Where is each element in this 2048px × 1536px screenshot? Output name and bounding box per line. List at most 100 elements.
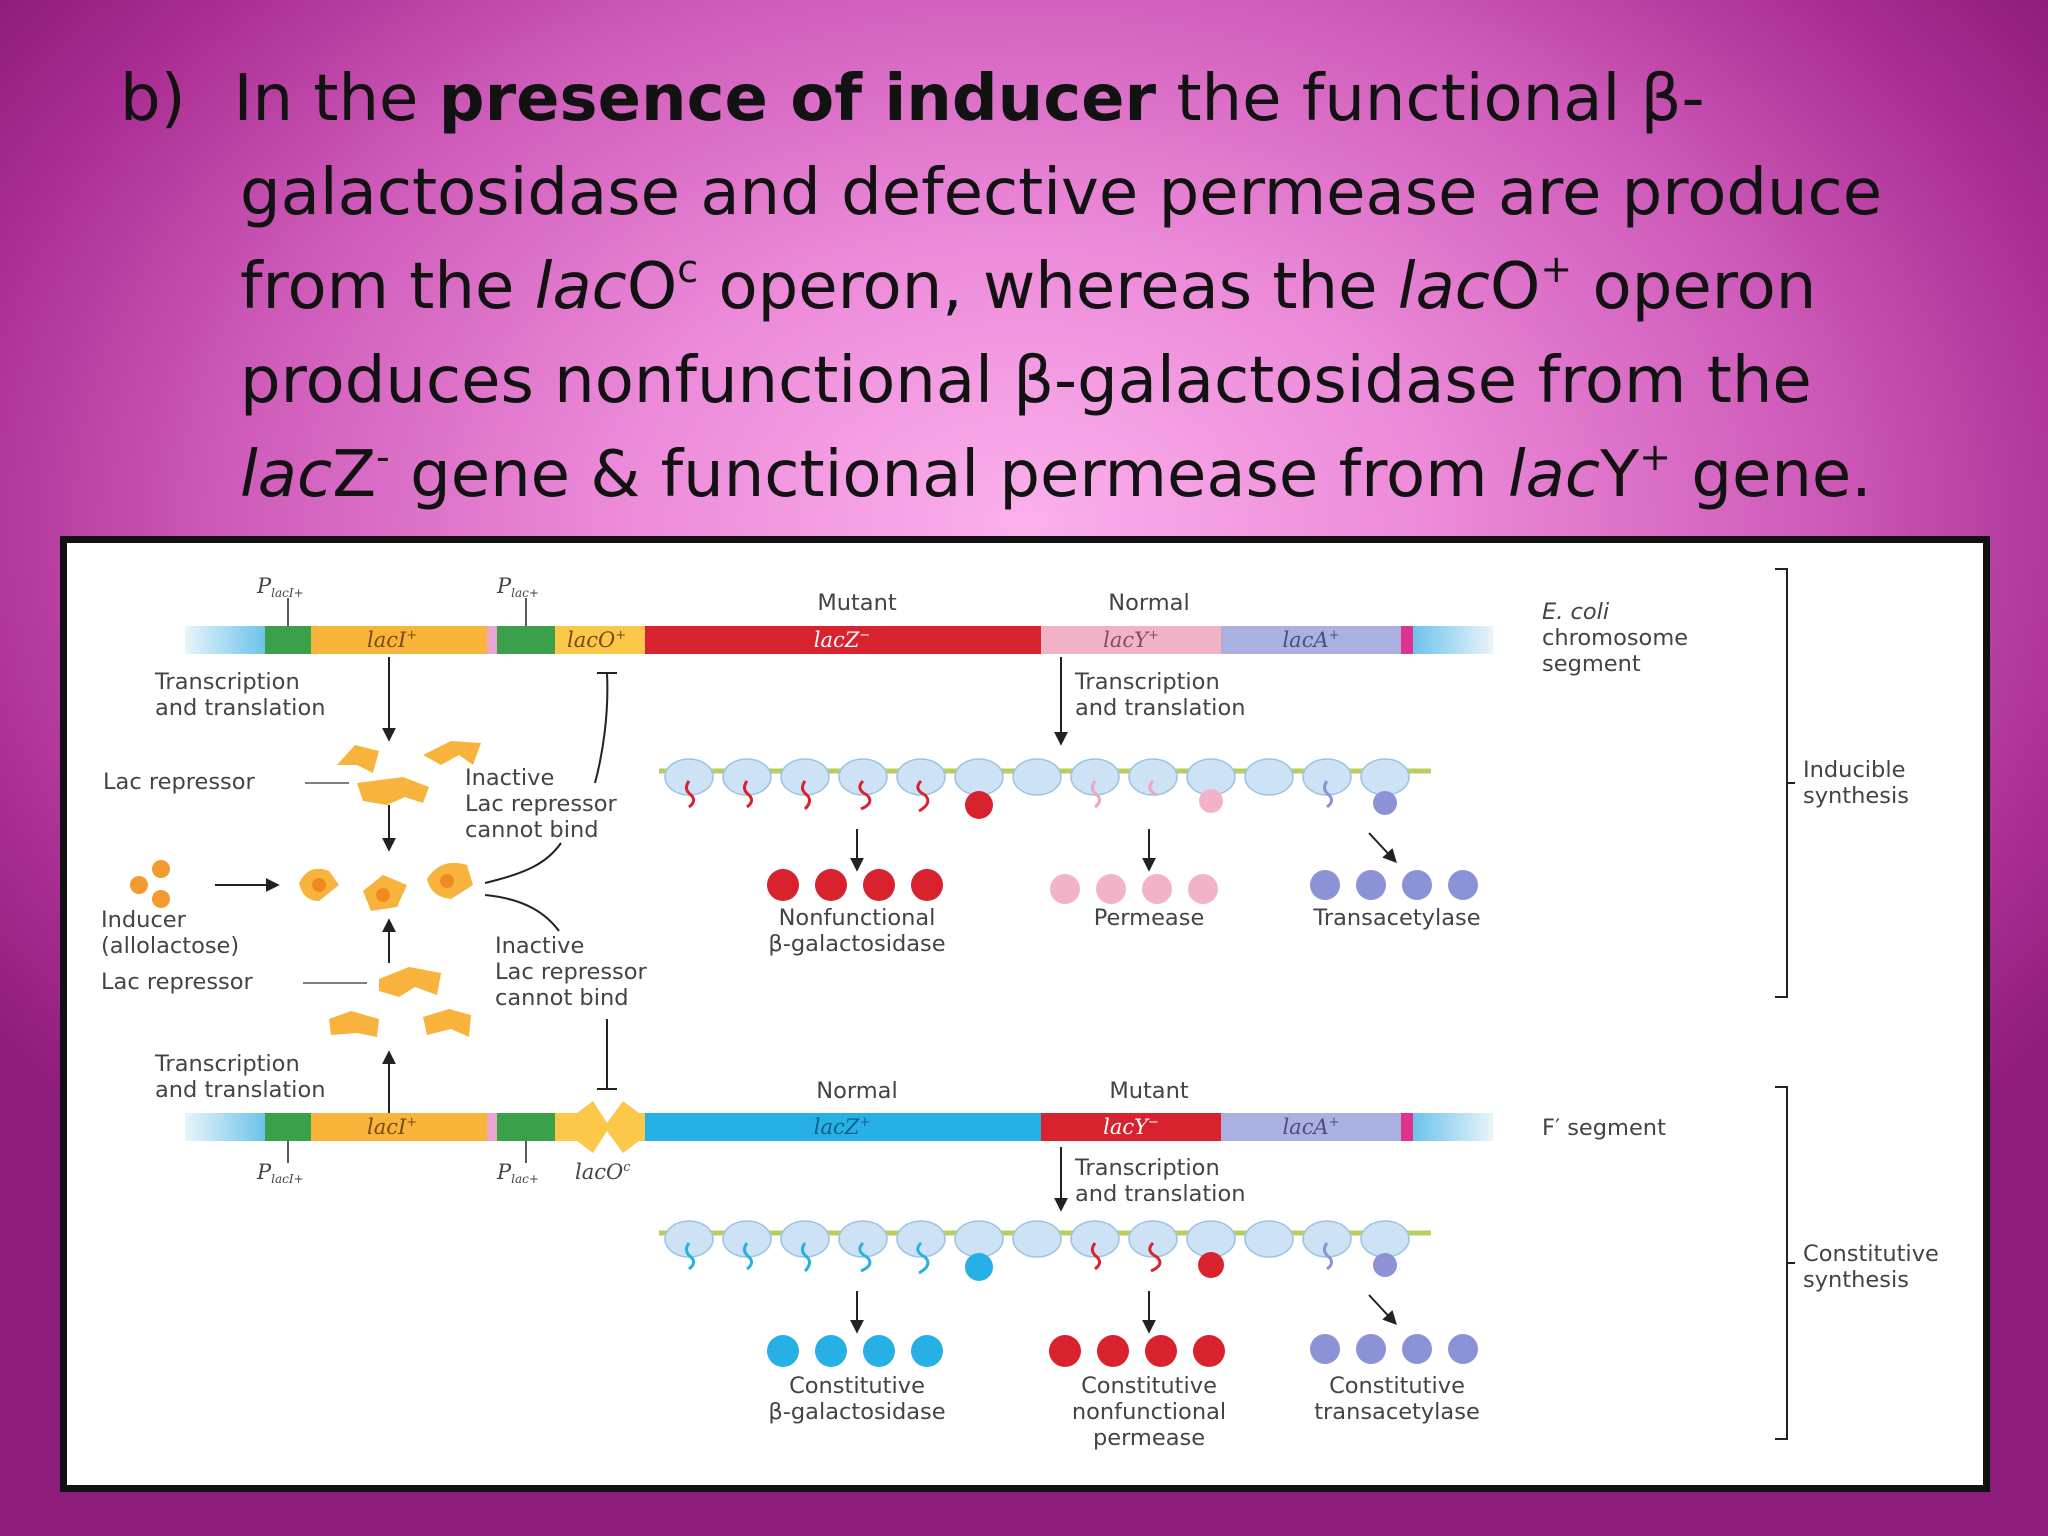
heading-text: Z [332, 438, 377, 512]
heading-line-5: lacZ- gene & functional permease from la… [120, 428, 1980, 522]
transcription-label-3-line2: and translation [1075, 695, 1245, 721]
f-prime-dna-bottom: PlacI+ Plac+ lacOc lacI+ lacZ+ lacY− lac… [185, 1078, 1666, 1186]
ribosomes-top [659, 758, 1431, 819]
spacer [487, 1113, 497, 1141]
permease-blobs [1050, 874, 1218, 904]
heading-line-4: produces nonfunctional β-galactosidase f… [120, 334, 1980, 428]
product-label-constitutive-permease-line3: permease [1093, 1425, 1205, 1451]
gene-laci-label-2: lacI+ [367, 1115, 417, 1139]
product-label-constitutive-bgal-line2: β-galactosidase [768, 1399, 945, 1425]
inducer-label-line1: Inducer [101, 907, 187, 933]
bracket-label-constitutive-line1: Constitutive [1803, 1241, 1939, 1267]
gene-lacy-mutant-box [1041, 1113, 1221, 1141]
gene-lacy-normal-box [1041, 626, 1221, 654]
product-label-constitutive-transacetylase-line2: transacetylase [1314, 1399, 1480, 1425]
nonfunctional-bgal-blobs [767, 869, 943, 901]
operator-laco-c-box [555, 1101, 645, 1153]
heading-text: operon, whereas [698, 250, 1273, 324]
heading-gene-italic: lac [1397, 250, 1490, 324]
segment-label-line2: chromosome [1542, 625, 1688, 651]
bracket-label-inducible-line1: Inducible [1803, 757, 1905, 783]
transacetylase-blobs [1310, 870, 1478, 900]
lac-operon-diagram: PlacI+ Plac+ lacI+ lacO+ lacZ− lacY+ lac… [101, 568, 1939, 1451]
inactive-label-2-line1: Inactive [495, 933, 584, 959]
segment-label-line3: segment [1542, 651, 1641, 677]
constitutive-permease-blobs [1049, 1335, 1225, 1367]
promoter-placi-box [265, 1113, 311, 1141]
gene-laco-label: lacO+ [567, 628, 626, 652]
spacer [487, 626, 497, 654]
heading-superscript: + [1639, 435, 1671, 479]
product-label-constitutive-permease-line1: Constitutive [1081, 1373, 1217, 1399]
promoter-plac-box [497, 1113, 555, 1141]
lacz-status-label-2: Normal [816, 1078, 897, 1104]
terminator [1401, 626, 1413, 654]
promoter-placi-label-2: PlacI+ [256, 1160, 304, 1186]
heading-superscript: + [1540, 247, 1573, 291]
inactive-label-2-line2: Lac repressor [495, 959, 648, 985]
gene-lacz-normal-box [645, 1113, 1041, 1141]
connector-line [484, 894, 560, 932]
heading-bold-phrase: presence of inducer [438, 62, 1157, 136]
blocked-binding-line-2 [597, 1019, 617, 1090]
transcription-label-2-line2: and translation [155, 1077, 325, 1103]
lac-repressor-label-2: Lac repressor [101, 969, 254, 995]
gene-laca-box [1221, 626, 1401, 654]
chromosome-dna-top: PlacI+ Plac+ lacI+ lacO+ lacZ− lacY+ lac… [185, 574, 1688, 677]
constitutive-transacetylase-blobs [1310, 1334, 1478, 1364]
gene-laci-box [311, 1113, 487, 1141]
heading-line-1: b) In the presence of inducer the functio… [120, 52, 1980, 146]
inactive-label-line3: cannot bind [465, 817, 599, 843]
transcription-label-4-line2: and translation [1075, 1181, 1245, 1207]
gene-laci-label: lacI+ [367, 628, 417, 652]
heading-line-2: galactosidase and defective permease are… [120, 146, 1980, 240]
heading-text: O [1489, 250, 1541, 324]
bracket-constitutive [1775, 1086, 1788, 1440]
promoter-plac-label-2: Plac+ [496, 1160, 539, 1186]
inducer-label-line2: (allolactose) [101, 933, 239, 959]
gene-lacz-mutant-box [645, 626, 1041, 654]
transcription-label-2-line1: Transcription [154, 1051, 300, 1077]
product-label-permease: Permease [1094, 905, 1205, 931]
dna-end-left [185, 626, 265, 654]
product-label-constitutive-transacetylase-line1: Constitutive [1329, 1373, 1465, 1399]
connector-line [484, 842, 562, 884]
heading-text: In the [233, 62, 439, 136]
gene-lacz-label-2: lacZ+ [814, 1115, 871, 1139]
lac-repressor-group [337, 741, 481, 805]
heading-text: galactosidase and defective permease are… [240, 156, 1883, 230]
heading-text: gene & functional permease from [389, 438, 1508, 512]
heading-gene-italic: lac [240, 438, 333, 512]
gene-lacy-label-2: lacY− [1103, 1115, 1159, 1139]
gene-lacz-label: lacZ− [814, 628, 871, 652]
heading-prefix: b) [120, 62, 186, 136]
slide-heading: b) In the presence of inducer the functio… [120, 52, 1980, 522]
operator-laco-c-label: lacOc [575, 1160, 631, 1184]
lac-repressor-label: Lac repressor [103, 769, 256, 795]
f-prime-segment-label: F′ segment [1542, 1115, 1666, 1141]
inactive-label-2-line3: cannot bind [495, 985, 629, 1011]
heading-text: O [626, 250, 678, 324]
heading-text: the functional β- [1156, 62, 1705, 136]
promoter-placi-box [265, 626, 311, 654]
bracket-inducible [1775, 568, 1788, 998]
product-label-constitutive-permease-line2: nonfunctional [1072, 1399, 1226, 1425]
product-label-nonfunctional-line2: β-galactosidase [768, 931, 945, 957]
product-label-nonfunctional-line1: Nonfunctional [779, 905, 936, 931]
transcription-label-3-line1: Transcription [1074, 669, 1220, 695]
lac-repressor-group-2 [329, 967, 471, 1037]
product-label-transacetylase: Transacetylase [1312, 905, 1480, 931]
lacy-status-label: Normal [1108, 590, 1189, 616]
arrow-diagonal [1368, 1294, 1397, 1326]
heading-superscript: - [376, 435, 390, 479]
transcription-label-line2: and translation [155, 695, 325, 721]
bracket-label-constitutive-line2: synthesis [1803, 1267, 1909, 1293]
heading-text: from the [240, 250, 535, 324]
promoter-plac-label: Plac+ [496, 574, 539, 600]
heading-text: the [1272, 250, 1398, 324]
heading-gene-italic: lac [1507, 438, 1601, 512]
dna-end-left [185, 1113, 265, 1141]
transcription-label-line1: Transcription [154, 669, 300, 695]
operon-diagram-panel: PlacI+ Plac+ lacI+ lacO+ lacZ− lacY+ lac… [60, 536, 1990, 1492]
terminator [1401, 1113, 1413, 1141]
